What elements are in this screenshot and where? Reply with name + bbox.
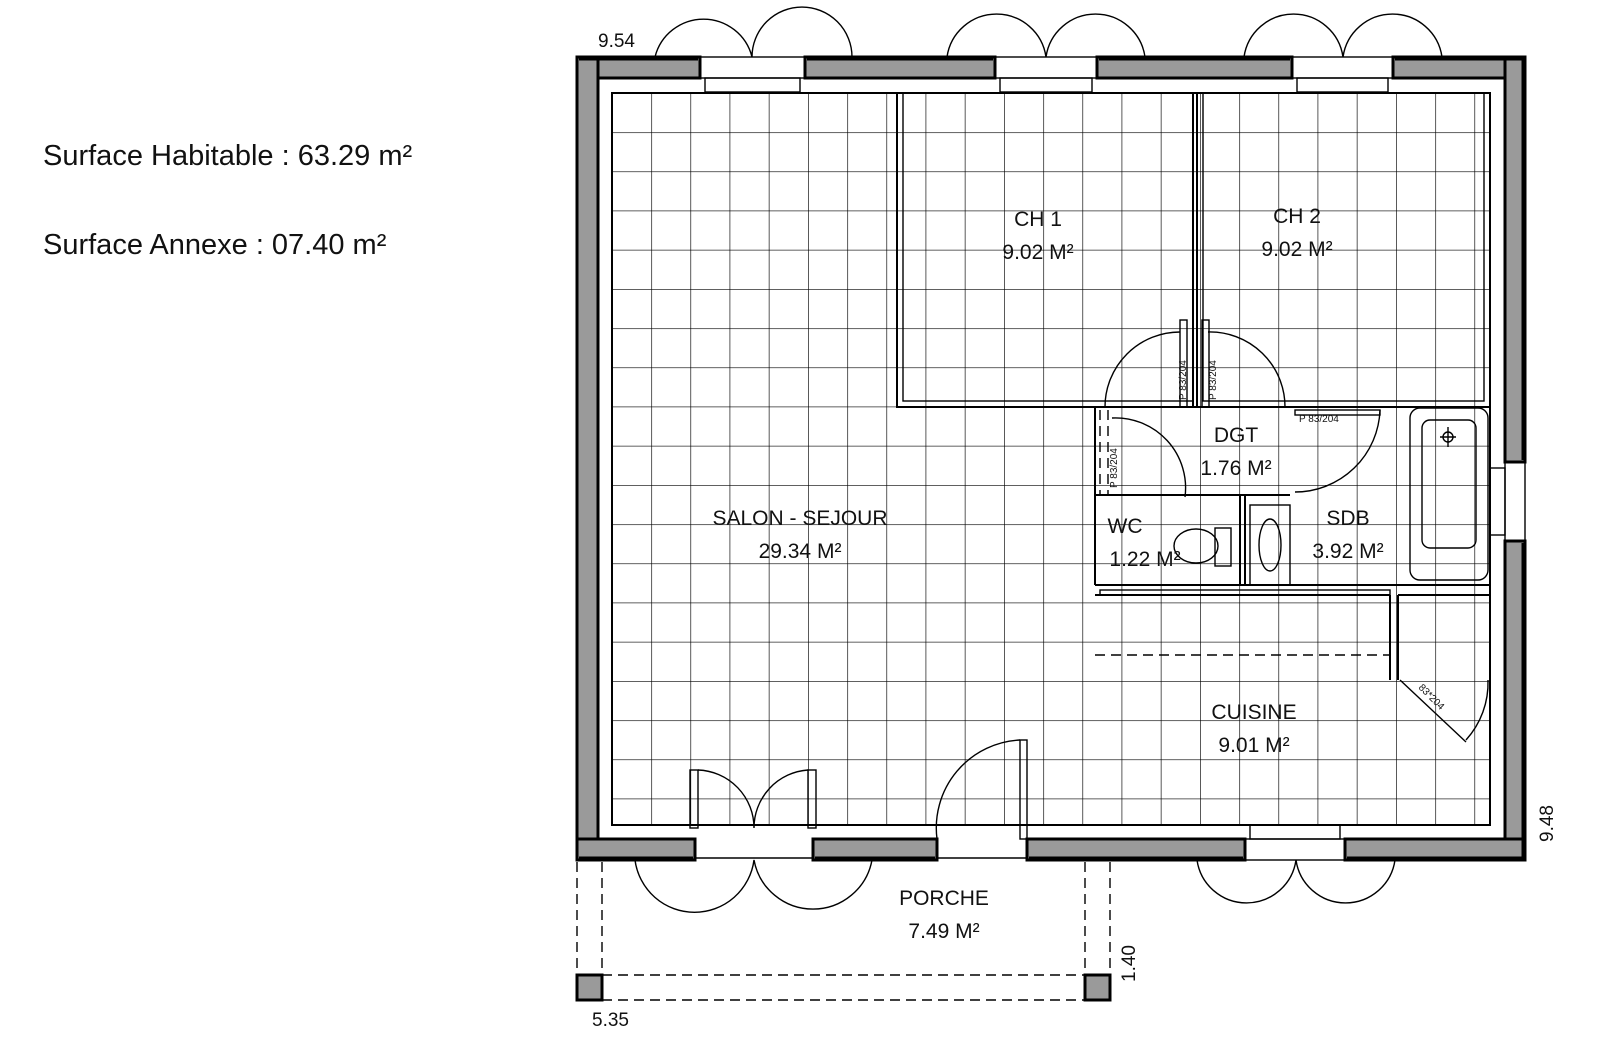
- room-area-ch1: 9.02 M²: [1002, 241, 1073, 264]
- room-name-ch2: CH 2: [1273, 205, 1321, 228]
- exterior-walls: [575, 55, 1527, 862]
- door-ch1[interactable]: [1104, 319, 1188, 408]
- room-name-sdb: SDB: [1326, 507, 1369, 530]
- door-cuisine[interactable]: [1399, 679, 1489, 743]
- window-sdb[interactable]: [1489, 461, 1526, 542]
- patio-door-salon[interactable]: [634, 769, 873, 913]
- window-salon[interactable]: [654, 6, 853, 93]
- room-area-cuisine: 9.01 M²: [1218, 734, 1289, 757]
- room-area-porche: 7.49 M²: [908, 920, 979, 943]
- room-name-ch1: CH 1: [1014, 208, 1062, 231]
- room-name-wc: WC: [1108, 515, 1143, 538]
- porch: [575, 862, 1112, 1002]
- partitions: [1094, 406, 1490, 680]
- surface-habitable: Surface Habitable : 63.29 m²: [43, 140, 413, 172]
- door-label-wc: P 83/204: [1109, 448, 1120, 488]
- window-cuisine[interactable]: [1196, 824, 1396, 904]
- room-ch1: [896, 92, 1194, 408]
- room-name-cuisine: CUISINE: [1211, 701, 1296, 724]
- dimension-top-width: 9.54: [598, 31, 635, 52]
- door-ch2[interactable]: [1201, 319, 1286, 408]
- window-ch2[interactable]: [1243, 13, 1443, 93]
- sink: [1249, 504, 1291, 586]
- room-area-ch2: 9.02 M²: [1261, 238, 1332, 261]
- door-label-ch2: P 83/204: [1208, 360, 1219, 400]
- room-name-porche: PORCHE: [899, 887, 989, 910]
- room-name-dgt: DGT: [1214, 424, 1259, 447]
- room-area-salon: 29.34 M²: [759, 540, 842, 563]
- room-area-dgt: 1.76 M²: [1200, 457, 1271, 480]
- dimension-porch-width: 5.35: [592, 1010, 629, 1031]
- window-ch1[interactable]: [946, 13, 1146, 93]
- toilet: [1173, 527, 1232, 567]
- door-label-ch1: P 83/204: [1178, 360, 1189, 400]
- dimension-porch-depth: 1.40: [1119, 945, 1140, 982]
- room-name-salon: SALON - SEJOUR: [712, 507, 887, 530]
- dimension-right-height: 9.48: [1537, 805, 1558, 842]
- door-label-sdb: P 83/204: [1299, 414, 1339, 425]
- door-sdb[interactable]: [1294, 409, 1381, 493]
- tiled-floor: [612, 93, 1490, 825]
- surface-annexe: Surface Annexe : 07.40 m²: [43, 229, 387, 261]
- entry-door[interactable]: [935, 739, 1028, 859]
- door-wc[interactable]: [1111, 417, 1187, 498]
- room-area-wc: 1.22 M²: [1109, 548, 1180, 571]
- bathtub: [1409, 407, 1489, 581]
- room-area-sdb: 3.92 M²: [1312, 540, 1383, 563]
